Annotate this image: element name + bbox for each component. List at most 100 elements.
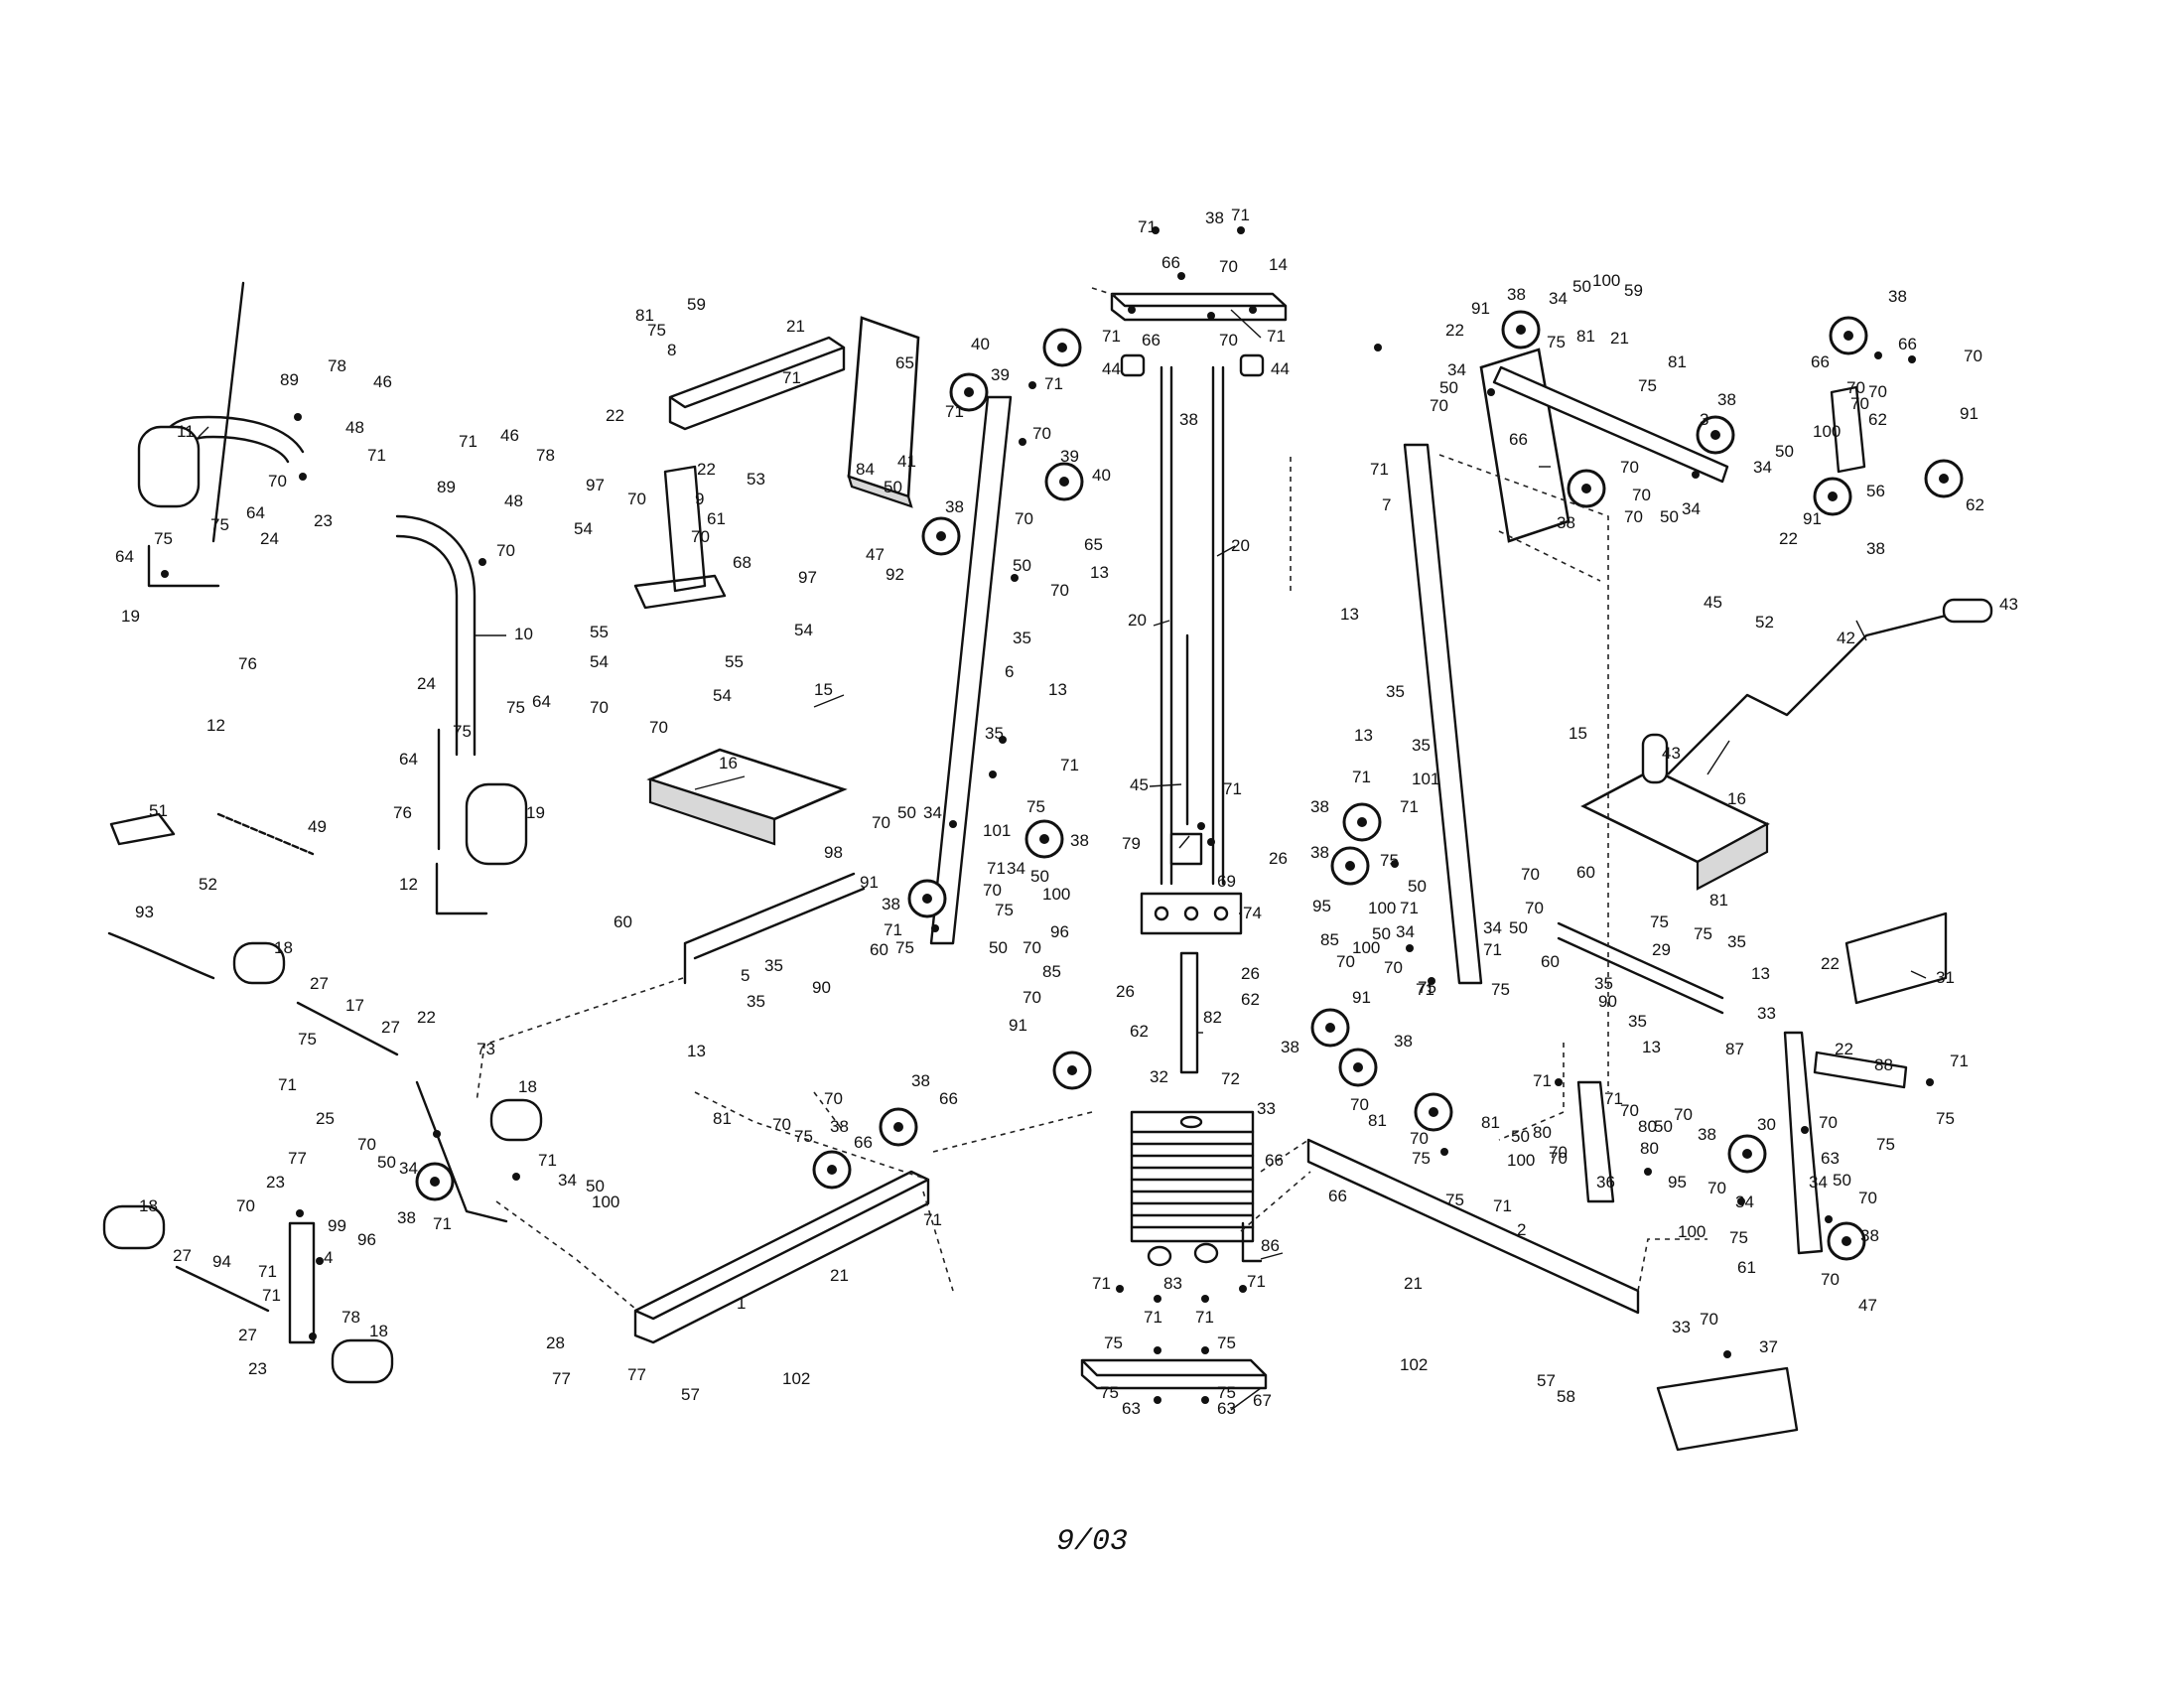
leg-post xyxy=(288,1221,316,1344)
callout-97: 97 xyxy=(586,476,605,494)
callout-35: 35 xyxy=(985,724,1004,743)
callout-66: 66 xyxy=(1161,253,1180,272)
callout-50: 50 xyxy=(1013,556,1031,575)
pulley xyxy=(1052,1051,1092,1090)
callout-60: 60 xyxy=(870,940,888,959)
callout-35: 35 xyxy=(747,992,765,1011)
callout-87: 87 xyxy=(1725,1040,1744,1058)
callout-70: 70 xyxy=(1549,1149,1568,1168)
right-press-station xyxy=(1306,348,1993,1452)
pulley xyxy=(1024,819,1064,859)
callout-77: 77 xyxy=(627,1365,646,1384)
callout-35: 35 xyxy=(1628,1012,1647,1031)
callout-71: 71 xyxy=(1223,779,1242,798)
callout-19: 19 xyxy=(121,607,140,626)
callout-50: 50 xyxy=(1372,924,1391,943)
callout-100: 100 xyxy=(1678,1222,1706,1241)
pulleys xyxy=(415,310,1964,1261)
callout-18: 18 xyxy=(518,1077,537,1096)
right-base-beam xyxy=(1306,1138,1640,1315)
callout-75: 75 xyxy=(210,515,229,534)
callout-35: 35 xyxy=(1386,682,1405,701)
callout-71: 71 xyxy=(1102,327,1121,346)
callout-45: 45 xyxy=(1704,593,1722,612)
callout-77: 77 xyxy=(552,1369,571,1388)
callout-75: 75 xyxy=(1380,851,1399,870)
callout-54: 54 xyxy=(574,519,593,538)
selector-stem xyxy=(1179,951,1199,1074)
callout-62: 62 xyxy=(1130,1022,1149,1041)
chain-49 xyxy=(216,812,315,856)
callout-89: 89 xyxy=(437,478,456,496)
callout-70: 70 xyxy=(590,698,609,717)
swivel-bracket-56 xyxy=(1830,385,1866,474)
callout-70: 70 xyxy=(1350,1095,1369,1114)
callout-22: 22 xyxy=(606,406,624,425)
callout-24: 24 xyxy=(260,529,279,548)
callout-47: 47 xyxy=(866,545,885,564)
callout-65: 65 xyxy=(895,353,914,372)
callout-23: 23 xyxy=(314,511,333,530)
right-seat-frame xyxy=(1557,921,1724,1015)
callout-100: 100 xyxy=(1592,271,1620,290)
callout-27: 27 xyxy=(173,1246,192,1265)
callout-70: 70 xyxy=(357,1135,376,1154)
callout-34: 34 xyxy=(1549,289,1568,308)
pulley xyxy=(812,1150,852,1190)
callout-35: 35 xyxy=(764,956,783,975)
callout-71: 71 xyxy=(278,1075,297,1094)
callout-34: 34 xyxy=(1447,360,1466,379)
lat-bar-42 xyxy=(1667,614,1947,775)
date-code: 9/03 xyxy=(1056,1525,1128,1559)
callout-75: 75 xyxy=(1445,1191,1464,1209)
callout-71: 71 xyxy=(1533,1071,1552,1090)
callout-38: 38 xyxy=(1717,390,1736,409)
callout-16: 16 xyxy=(1727,789,1746,808)
callout-91: 91 xyxy=(1471,299,1490,318)
pulley xyxy=(1813,477,1852,516)
callout-22: 22 xyxy=(1821,954,1840,973)
callout-88: 88 xyxy=(1874,1055,1893,1074)
callout-102: 102 xyxy=(1400,1355,1428,1374)
callout-38: 38 xyxy=(1507,285,1526,304)
rod-cap-right xyxy=(1239,353,1265,377)
callout-21: 21 xyxy=(786,317,805,336)
callout-75: 75 xyxy=(647,321,666,340)
callout-71: 71 xyxy=(945,402,964,421)
callout-70: 70 xyxy=(649,718,668,737)
callout-2: 2 xyxy=(1517,1220,1526,1239)
callout-leaders xyxy=(198,309,1927,1411)
callout-70: 70 xyxy=(1632,486,1651,504)
left-base-beam xyxy=(633,1170,930,1344)
callout-71: 71 xyxy=(1044,374,1063,393)
callout-22: 22 xyxy=(1445,321,1464,340)
callout-50: 50 xyxy=(586,1177,605,1195)
callout-50: 50 xyxy=(1509,918,1528,937)
callout-70: 70 xyxy=(236,1196,255,1215)
callout-67: 67 xyxy=(1253,1391,1272,1410)
callout-70: 70 xyxy=(1850,394,1869,413)
callout-5: 5 xyxy=(741,966,750,985)
rubber-bumper-right xyxy=(1193,1242,1219,1264)
callout-76: 76 xyxy=(238,654,257,673)
callout-50: 50 xyxy=(1030,867,1049,886)
callout-37: 37 xyxy=(1759,1337,1778,1356)
callout-76: 76 xyxy=(393,803,412,822)
callout-38: 38 xyxy=(830,1117,849,1136)
pulley xyxy=(949,372,989,412)
callout-69: 69 xyxy=(1217,872,1236,891)
callout-50: 50 xyxy=(897,803,916,822)
callout-62: 62 xyxy=(1241,990,1260,1009)
callout-54: 54 xyxy=(713,686,732,705)
callout-15: 15 xyxy=(814,680,833,699)
callout-7: 7 xyxy=(1382,495,1391,514)
pulley xyxy=(1924,459,1964,498)
callout-33: 33 xyxy=(1257,1099,1276,1118)
callout-70: 70 xyxy=(1707,1179,1726,1197)
arm-handle-12-right xyxy=(435,862,488,915)
callout-78: 78 xyxy=(328,356,346,375)
callout-70: 70 xyxy=(1032,424,1051,443)
callout-38: 38 xyxy=(1860,1226,1879,1245)
callout-8: 8 xyxy=(667,341,676,359)
